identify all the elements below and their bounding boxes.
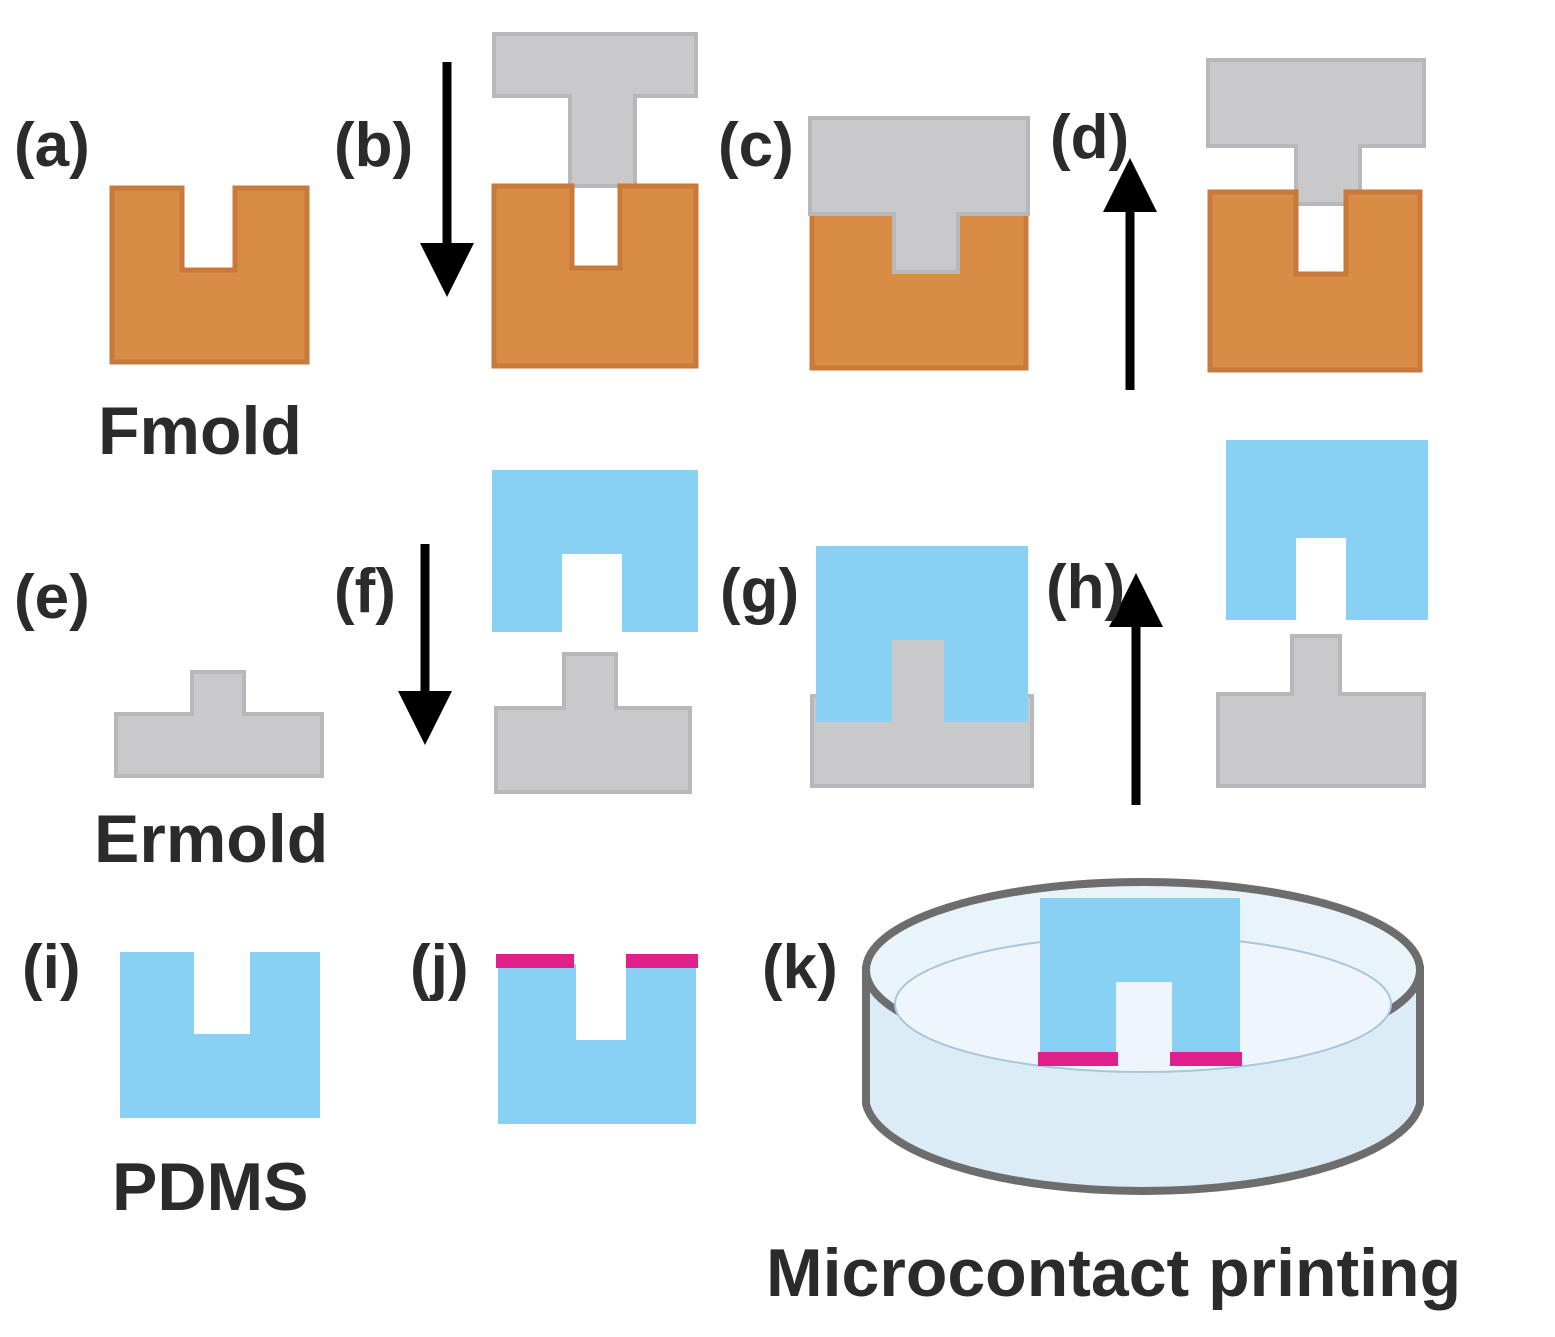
ermold-f [494,652,692,794]
panel-label-h: (h) [1046,553,1125,622]
petri-dish [862,878,1424,1195]
caption-ermold: Ermold [94,801,328,877]
pdms-g [816,546,1028,722]
caption-pdms: PDMS [112,1149,308,1225]
fmold-b [491,183,699,369]
ink-left-j [496,954,574,968]
panel-label-b: (b) [334,111,413,180]
panel-label-j: (j) [410,933,469,1002]
panel-label-c: (c) [718,111,794,180]
panel-label-i: (i) [22,933,81,1002]
panel-label-f: (f) [334,557,396,626]
panel-label-a: (a) [14,111,90,180]
ermold-c [808,116,1030,274]
pdms-k [1040,898,1240,1058]
ink-left-k [1038,1052,1118,1066]
pdms-i [120,952,320,1118]
pdms-f [492,470,698,632]
ermold-b [492,32,698,188]
fmold-a [109,185,310,365]
pdms-j [498,964,696,1124]
ermold-h [1216,634,1426,788]
ink-right-k [1170,1052,1242,1066]
caption-fmold: Fmold [98,393,302,469]
ermold-e [114,670,324,778]
ermold-post-g [892,640,944,722]
caption-microcontact-printing: Microcontact printing [766,1235,1461,1311]
ermold-d [1206,58,1426,206]
ink-right-j [626,954,698,968]
panel-label-k: (k) [762,933,838,1002]
panel-label-e: (e) [14,563,90,632]
fmold-d [1207,189,1423,373]
panel-label-d: (d) [1050,103,1129,172]
panel-label-g: (g) [720,557,799,626]
pdms-h [1226,440,1428,620]
